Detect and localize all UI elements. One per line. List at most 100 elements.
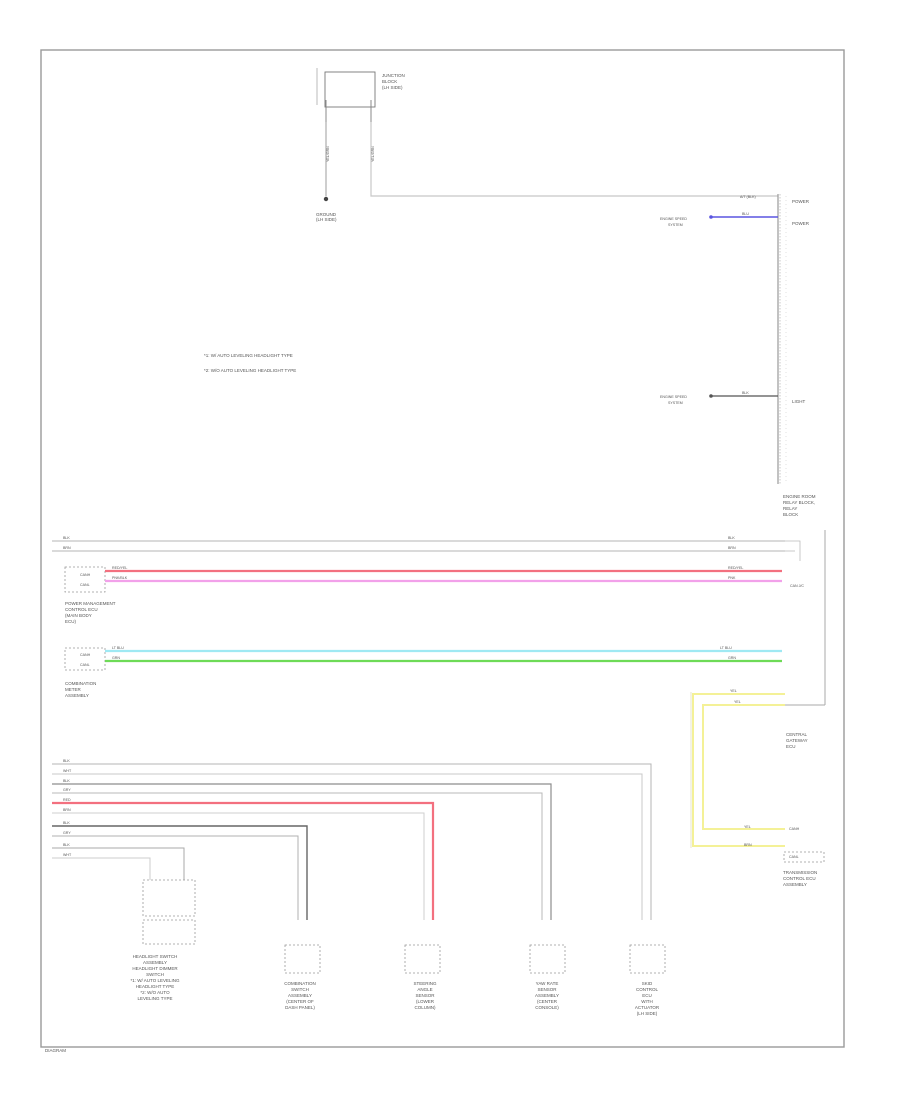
can-red-label-right: RED/YEL [728,566,743,570]
diagram-frame [40,49,845,1048]
can-cyan-label-right: LT BLU [720,646,732,650]
source-wire-black: ENGINE SPEED SYSTEM BLK [660,391,778,405]
combination-meter: CANH CANL COMBINATION METER ASSEMBLY [64,647,106,698]
lower-bus-label-6: BRN [63,808,71,812]
yaw-label-5: CONSOLE) [535,1005,559,1010]
headlight-label-5: *1: W/ AUTO LEVELING [131,978,180,983]
yaw-label-1: YAW RATE [536,981,559,986]
ecu-label-4: ECU) [65,619,77,624]
lower-bus-label-1: BLK [63,759,70,763]
can-green-label-right: GRN [728,656,736,660]
steering-label-1: STEERING [413,981,437,986]
source-black-code: BLK [742,391,749,395]
meter-pin-2: CANL [80,663,90,667]
bus-right-label-2: BRN [728,546,736,550]
headlight-label-4: SWITCH [146,972,164,977]
right-module-label-2: RELAY BLOCK, [783,500,815,505]
can-pink-label-right: PNK [728,576,736,580]
right-module-pin-label-2: POWER [792,221,810,226]
headlight-label-2: ASSEMBLY [143,960,167,965]
yaw-label-4: (CENTER [537,999,558,1004]
lower-bus-label-7: BLK [63,821,70,825]
upper-bus: BLK BRN BLK BRN [52,536,785,552]
source-wire-blue: ENGINE SPEED SYSTEM BLU [660,212,778,227]
can-pink-label-left: PNK/BLK [112,576,128,580]
skid-label-4: WITH [641,999,653,1004]
headlight-label-3: HEADLIGHT DIMMER [132,966,178,971]
yaw-label-3: ASSEMBLY [535,993,559,998]
top-wire-right-label: YEL/GRN [371,146,375,162]
yaw-label-2: SENSOR [537,987,557,992]
yaw-rate-sensor: YAW RATE SENSOR ASSEMBLY (CENTER CONSOLE… [529,944,566,1010]
bus-left-label-2: BRN [63,546,71,550]
steering-label-4: (LOWER [416,999,435,1004]
meter-label-3: ASSEMBLY [65,693,89,698]
meter-label-2: METER [65,687,82,692]
ecu-label-3: (MAIN BODY [65,613,92,618]
right-module-label-4: BLOCK [783,512,798,517]
right-module-pin-label: A/T (BLK) [740,195,756,199]
trans-wire-label-4: BRN [744,843,752,847]
can-wire-pink: PNK/BLK PNK [105,576,782,583]
bus-right-label-1: BLK [728,536,735,540]
top-wire-left: YEL/GRN [325,122,330,196]
lower-bus-label-10: WHT [63,853,72,857]
bus-left-label-1: BLK [63,536,70,540]
headlight-label-8: LEVELING TYPE [138,996,173,1001]
combo-switch-label-2: SWITCH [291,987,309,992]
source-blue-code: BLU [742,212,749,216]
lower-bus-label-3: BLK [63,779,70,783]
ecu-can-pin-2: CANL [80,583,90,587]
skid-label-2: CONTROL [636,987,658,992]
power-management-ecu: CANH CANL POWER MANAGEMENT CONTROL ECU (… [64,566,116,624]
source-black-label-2: SYSTEM [668,401,683,405]
can-green-label-left: GRN [112,656,120,660]
steering-label-2: ANGLE [417,987,432,992]
steering-angle-sensor: STEERING ANGLE SENSOR (LOWER COLUMN) [404,944,441,1010]
trans-label-1: TRANSMISSION [783,870,817,875]
headlight-label-7: *2: W/O AUTO [140,990,170,995]
right-module-ground-label: LIGHT [792,399,806,404]
can-wire-red: RED/YEL RED/YEL [105,566,782,573]
steering-label-3: SENSOR [415,993,435,998]
central-gateway: CAN J/C CENTRAL GATEWAY ECU [785,530,826,749]
right-module-label-3: RELAY [783,506,797,511]
diagram-id: DIAGRAM [45,1048,66,1053]
trans-wire-label-3: YEL [744,825,751,829]
right-module-label-1: ENGINE ROOM [783,494,816,499]
combo-switch-label-1: COMBINATION [284,981,315,986]
ecu-label-2: CONTROL ECU [65,607,98,612]
lower-bus-label-9: BLK [63,843,70,847]
source-black-label-1: ENGINE SPEED [660,395,687,399]
skid-label-3: ECU [642,993,652,998]
gateway-label-1: CENTRAL [786,732,808,737]
skid-label-5: ACTUATOR [635,1005,660,1010]
ecu-label-1: POWER MANAGEMENT [65,601,116,606]
right-module-top-label: POWER [792,199,810,204]
trans-pin-1: CANH [789,827,800,831]
top-wire-right: YEL/GRN [370,122,778,197]
combination-switch-assembly: COMBINATION SWITCH ASSEMBLY (CENTER OF D… [284,944,321,1010]
combo-switch-label-5: DASH PANEL) [285,1005,315,1010]
junction-block: JUNCTION BLOCK (LH SIDE) [316,68,405,122]
headlight-label-1: HEADLIGHT SWITCH [133,954,178,959]
skid-label-1: SKID [642,981,653,986]
combo-switch-label-4: (CENTER OF [286,999,314,1004]
source-blue-label-1: ENGINE SPEED [660,217,687,221]
combo-switch-label-3: ASSEMBLY [288,993,312,998]
headlight-label-6: HEADLIGHT TYPE [136,984,175,989]
junction-block-label-2: BLOCK [382,79,397,84]
lower-bus: BLK WHT BLK GRY RED BRN BLK GRY BLK WHT [52,759,652,920]
top-wire-left-label: YEL/GRN [326,146,330,162]
note-line-1: *1: W/ AUTO LEVELING HEADLIGHT TYPE [204,353,293,358]
gateway-label-2: GATEWAY [786,738,808,743]
can-cyan-label-left: LT BLU [112,646,124,650]
gateway-label-3: ECU [786,744,796,749]
trans-wire-label-2: YEL [734,700,741,704]
note-line-2: *2: W/O AUTO LEVELING HEADLIGHT TYPE [204,368,296,373]
lower-bus-label-2: WHT [63,769,72,773]
ground-label-2: (LH SIDE) [316,217,337,222]
can-wire-cyan: LT BLU LT BLU [105,646,782,653]
junction-block-label-3: (LH SIDE) [382,85,403,90]
